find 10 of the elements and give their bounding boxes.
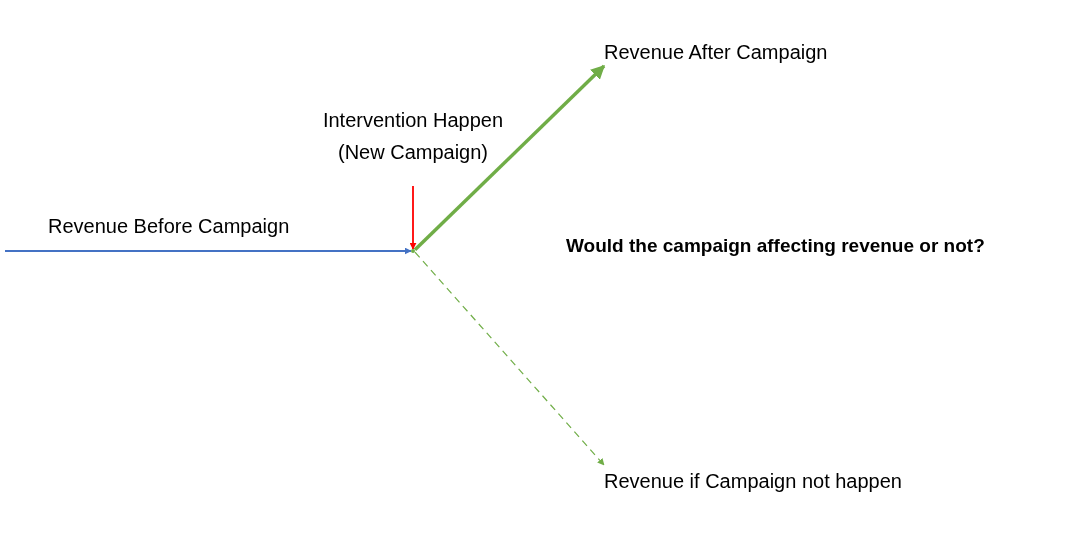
edge-label: Revenue Before Campaign <box>48 214 290 239</box>
arrow <box>409 185 417 250</box>
node-text: Revenue After Campaign <box>604 36 894 66</box>
node-text: Intervention Happen (New Campaign) <box>308 104 518 186</box>
node-text: Revenue if Campaign not happen <box>604 465 984 495</box>
junction-point <box>411 249 415 253</box>
arrow <box>414 251 605 466</box>
arrow <box>413 64 606 252</box>
arrow <box>4 247 412 255</box>
question-text: Would the campaign affecting revenue or not? <box>566 234 985 258</box>
